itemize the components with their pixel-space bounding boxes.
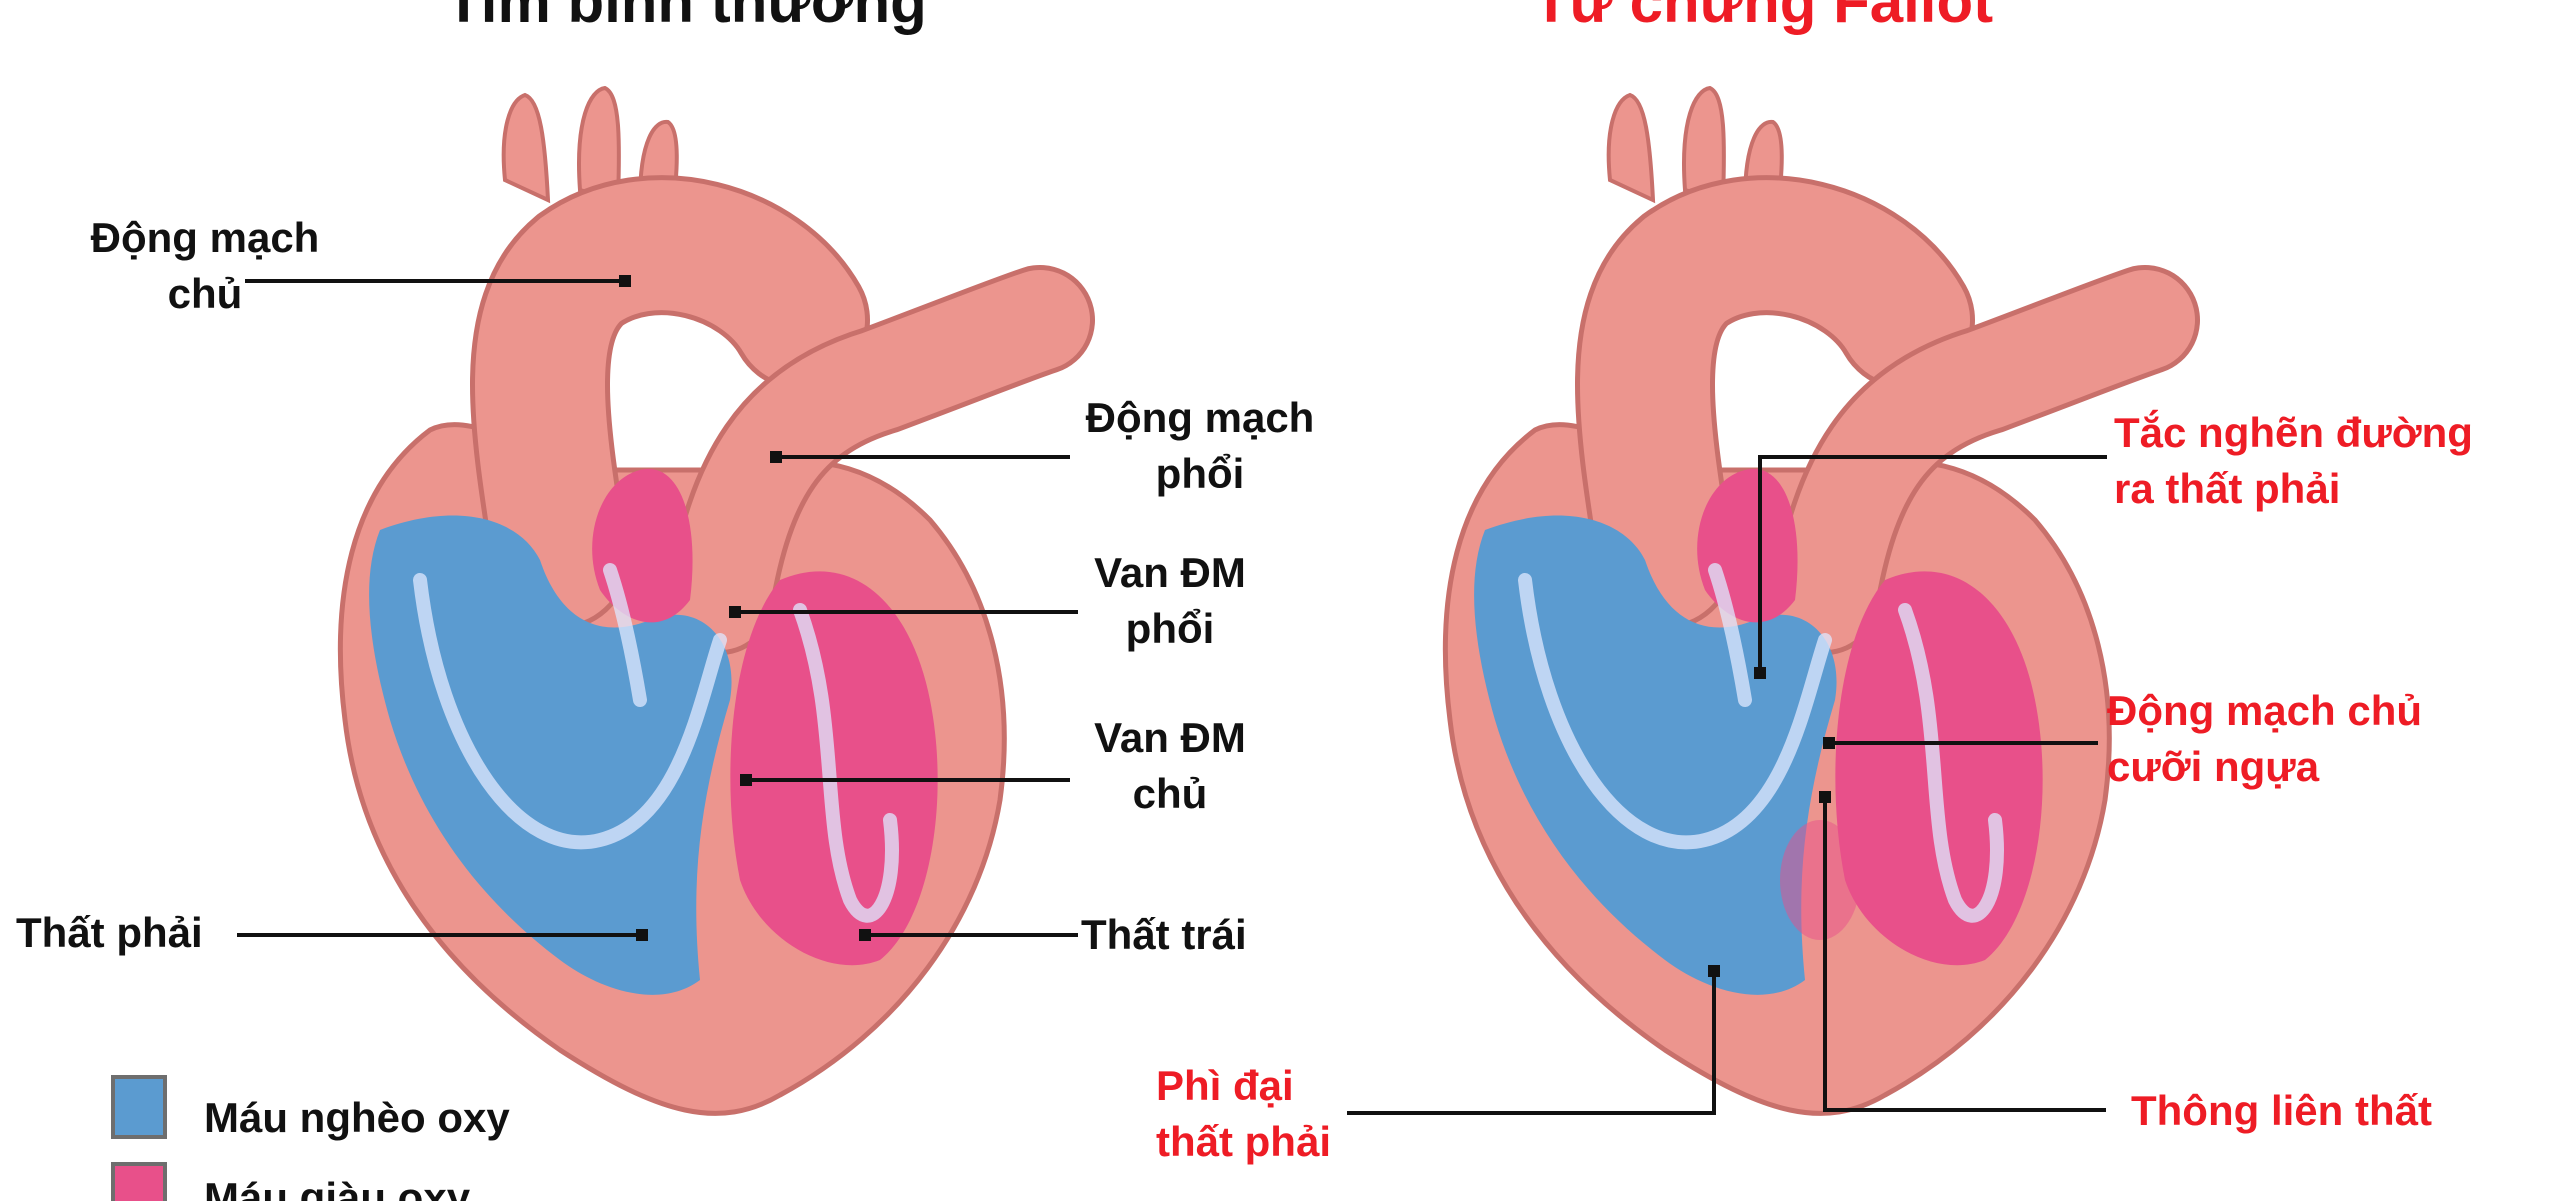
leader-dots (619, 275, 1835, 977)
normal-heart (340, 88, 1040, 1113)
label-pulmonary-artery: Động mạch phổi (1065, 390, 1335, 502)
title-normal-heart: Tim bình thường (445, 0, 927, 35)
legend-swatch-deoxygenated (111, 1075, 167, 1139)
label-line: Van ĐM (1094, 549, 1246, 596)
legend-swatch-oxygenated (111, 1162, 167, 1201)
label-pulmonary-valve: Van ĐM phổi (1065, 545, 1275, 657)
label-line: ra thất phải (2114, 465, 2341, 512)
legend-label-oxygenated: Máu giàu oxy (204, 1174, 471, 1201)
label-overriding-aorta: Động mạch chủ cưỡi ngựa (2107, 683, 2422, 795)
label-line: Động mạch (1085, 394, 1315, 441)
label-vsd: Thông liên thất (2131, 1087, 2432, 1134)
label-line: thất phải (1156, 1118, 1331, 1165)
label-line: chủ (167, 270, 243, 317)
legend-label-deoxygenated: Máu nghèo oxy (204, 1094, 510, 1141)
label-line: cưỡi ngựa (2107, 743, 2320, 790)
vsd-mark (1780, 820, 1860, 940)
label-aorta: Động mạch chủ (70, 210, 340, 322)
label-rv-hypertrophy: Phì đại thất phải (1156, 1058, 1331, 1170)
label-aortic-valve: Van ĐM chủ (1065, 710, 1275, 822)
label-line: Van ĐM (1094, 714, 1246, 761)
label-line: Động mạch (90, 214, 320, 261)
label-line: phổi (1125, 605, 1215, 652)
label-rvot-obstruction: Tắc nghẽn đường ra thất phải (2114, 405, 2473, 517)
leader-lines (237, 279, 2107, 1115)
fallot-heart (1445, 88, 2145, 1113)
label-right-ventricle: Thất phải (16, 909, 203, 956)
label-line: chủ (1132, 770, 1208, 817)
label-line: Phì đại (1156, 1062, 1294, 1109)
title-fallot: Tứ chứng Fallot (1532, 0, 1994, 35)
label-line: Động mạch chủ (2107, 687, 2423, 734)
label-line: Tắc nghẽn đường (2114, 409, 2473, 456)
label-left-ventricle: Thất trái (1081, 911, 1247, 958)
label-line: phổi (1155, 450, 1245, 497)
